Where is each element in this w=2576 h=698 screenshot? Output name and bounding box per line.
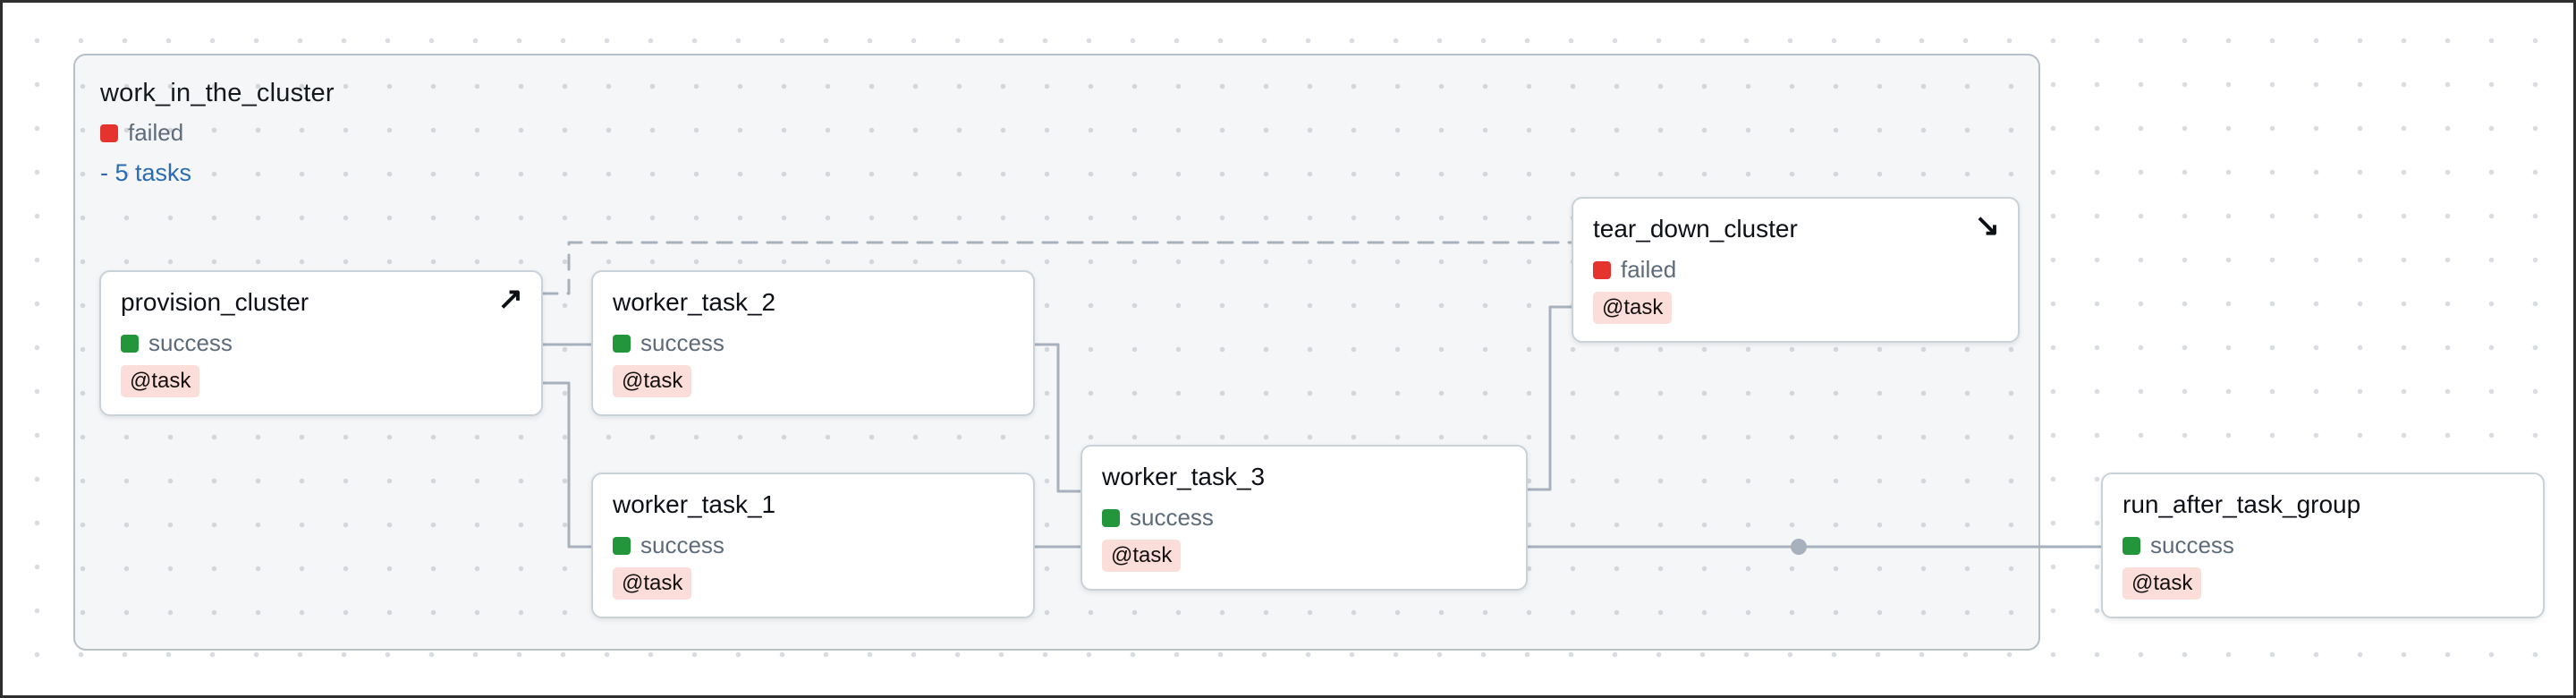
status-success-square-icon	[121, 334, 139, 353]
task-type-badge: @task	[1102, 540, 1182, 572]
task-type-badge: @task	[613, 567, 692, 600]
task-status: failed	[1593, 256, 1998, 284]
status-failed-square-icon	[1593, 260, 1611, 279]
task-status: success	[1102, 504, 1506, 532]
task-status: success	[2123, 532, 2523, 559]
task-group-status-label: failed	[128, 119, 184, 146]
task-node-worker_task_3[interactable]: worker_task_3 success @task	[1080, 445, 1528, 591]
task-title: worker_task_1	[613, 490, 776, 518]
status-failed-square-icon	[100, 123, 118, 142]
status-success-square-icon	[613, 334, 631, 353]
collapse-tasks-link[interactable]: - 5 tasks	[100, 159, 192, 186]
task-title: worker_task_3	[1102, 463, 1266, 490]
status-success-square-icon	[613, 536, 631, 555]
task-type-badge: @task	[121, 365, 200, 397]
task-node-worker_task_1[interactable]: worker_task_1 success @task	[591, 472, 1035, 618]
task-group-status: failed	[100, 119, 2038, 147]
task-title: worker_task_2	[613, 288, 776, 316]
task-status: success	[121, 329, 521, 357]
task-group-title: work_in_the_cluster	[100, 79, 335, 107]
status-success-square-icon	[2123, 536, 2140, 555]
task-title: provision_cluster	[121, 288, 309, 316]
task-node-worker_task_2[interactable]: worker_task_2 success @task	[591, 270, 1035, 416]
task-node-run_after_task_group[interactable]: run_after_task_group success @task	[2101, 472, 2545, 618]
teardown-arrow-icon: ↘	[1974, 209, 2001, 243]
task-type-badge: @task	[2123, 567, 2202, 600]
task-node-provision_cluster[interactable]: provision_cluster ↗ success @task	[99, 270, 543, 416]
task-status: success	[613, 329, 1013, 357]
task-type-badge: @task	[613, 365, 692, 397]
task-node-tear_down_cluster[interactable]: tear_down_cluster ↘ failed @task	[1572, 197, 2020, 343]
task-type-badge: @task	[1593, 292, 1673, 324]
task-status: success	[613, 532, 1013, 559]
task-title: run_after_task_group	[2123, 490, 2361, 518]
task-title: tear_down_cluster	[1593, 215, 1798, 243]
setup-arrow-icon: ↗	[497, 282, 524, 316]
status-success-square-icon	[1102, 508, 1120, 527]
